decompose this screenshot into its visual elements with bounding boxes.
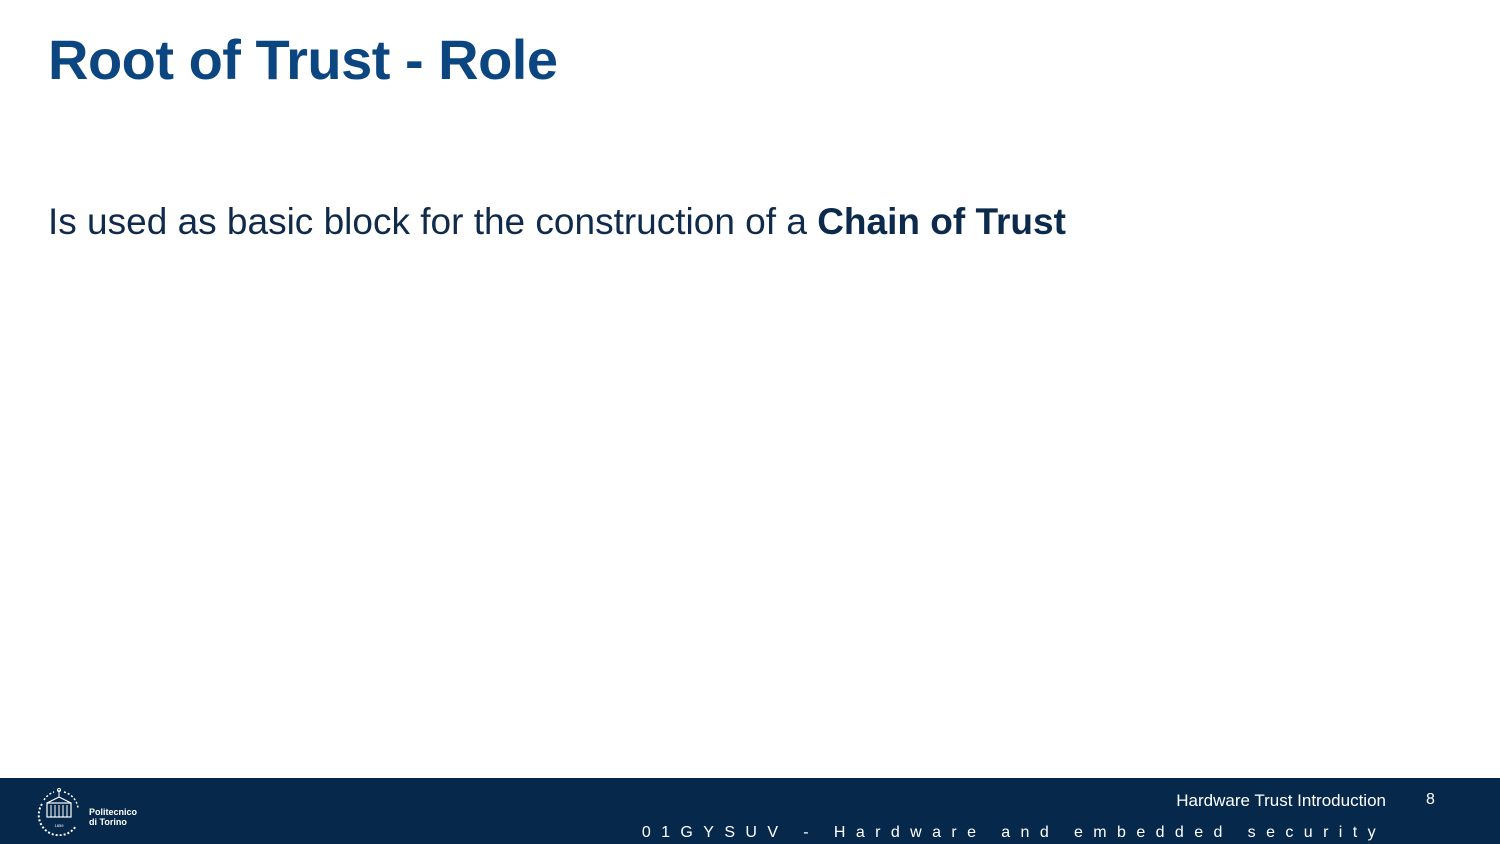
page-number: 8 [1426, 791, 1435, 808]
lecture-title: Hardware Trust Introduction [1176, 791, 1386, 810]
course-name: 01GYSUV - Hardware and embedded security [641, 824, 1386, 841]
polito-seal-icon: 1859 [37, 788, 79, 836]
logo-text: Politecnico di Torino [89, 807, 137, 827]
logo-line-2: di Torino [89, 817, 127, 827]
footer-bar: 1859 Politecnico di Torino Hardware Trus… [0, 778, 1500, 844]
university-logo: 1859 Politecnico di Torino [34, 786, 144, 836]
logo-line-1: Politecnico [89, 807, 138, 817]
body-text-plain: Is used as basic block for the construct… [48, 201, 818, 242]
slide-body-text: Is used as basic block for the construct… [48, 198, 1066, 246]
body-text-emphasis: Chain of Trust [817, 201, 1066, 242]
slide-title: Root of Trust - Role [48, 28, 558, 91]
logo-year: 1859 [55, 823, 65, 828]
